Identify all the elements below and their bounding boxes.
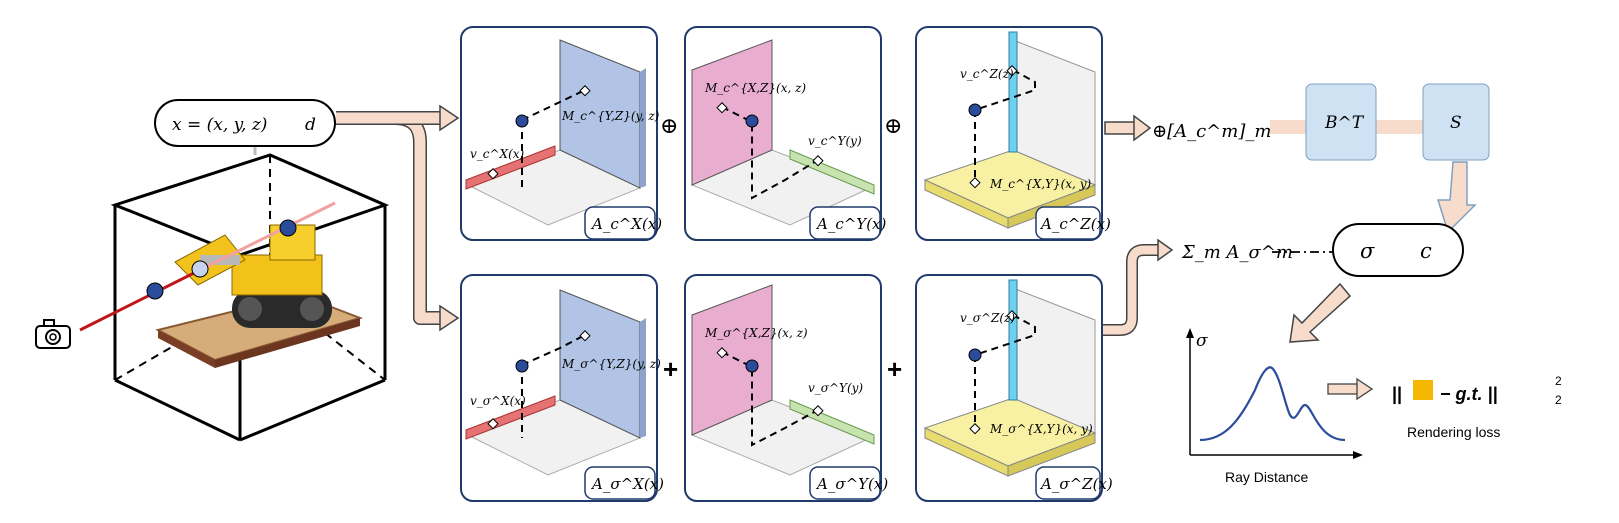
- output-label: A_σ^X(x): [590, 475, 664, 493]
- connector-bar: [1270, 120, 1306, 134]
- panel-color-z: v_c^Z(z) M_c^{X,Y}(x, y) A_c^Z(x): [923, 31, 1111, 240]
- coord-label: x = (x, y, z): [172, 115, 267, 135]
- sum-operator: +: [887, 354, 902, 384]
- output-label: A_σ^Z(x): [1039, 475, 1113, 493]
- matrix-label: M_σ^{Y,Z}(y, z): [561, 357, 661, 371]
- pred-color-swatch: [1413, 380, 1433, 400]
- arrow-to-output: [1436, 161, 1477, 234]
- output-label: A_c^Z(x): [1039, 215, 1111, 233]
- matrix-label: M_c^{X,Y}(x, y): [989, 177, 1091, 191]
- camera-icon: [35, 319, 71, 349]
- vector-label: v_c^Y(y): [808, 134, 862, 148]
- concat-operator: ⊕: [660, 114, 678, 139]
- concat-operator: ⊕: [884, 114, 902, 139]
- sum-operator: +: [663, 354, 678, 384]
- loss-right-term: − g.t. ||: [1440, 384, 1498, 404]
- vector-label: v_σ^Y(y): [808, 381, 863, 395]
- branch-arrow: [336, 104, 460, 332]
- plot-y-label: σ: [1196, 331, 1208, 351]
- matrix-label: M_c^{X,Z}(x, z): [704, 81, 806, 95]
- sample-point: [146, 282, 164, 300]
- connector-bar: [1375, 120, 1423, 134]
- input-box: x = (x, y, z) d: [154, 99, 336, 147]
- camera-ray-inside: [199, 201, 336, 272]
- decoder-b-box: B^T: [1305, 83, 1377, 161]
- concat-label: ⊕[A_c^m]_m: [1152, 121, 1271, 142]
- sigma-output: σ: [1360, 239, 1375, 263]
- loss-superscript: 2: [1555, 374, 1562, 388]
- output-label: A_σ^Y(x): [815, 475, 888, 493]
- matrix-label: M_σ^{X,Y}(x, y): [989, 422, 1093, 436]
- panel-density-z: v_σ^Z(z) M_σ^{X,Y}(x, y) A_σ^Z(x): [923, 279, 1113, 500]
- panel-density-y: M_σ^{X,Z}(x, z) v_σ^Y(y) A_σ^Y(x): [690, 284, 888, 500]
- sample-point: [279, 219, 297, 237]
- color-output: c: [1420, 239, 1432, 263]
- arrow-to-concat: [1104, 114, 1152, 142]
- density-plot: σ Ray Distance: [1186, 328, 1363, 485]
- panel-color-x: v_c^X(x) M_c^{Y,Z}(y, z) A_c^X(x): [465, 39, 662, 240]
- camera-ray: [79, 268, 201, 332]
- vector-label: v_σ^Z(z): [960, 311, 1015, 325]
- arrow-to-sum: [1103, 238, 1174, 336]
- panel-density-x: v_σ^X(x) M_σ^{Y,Z}(y, z) A_σ^X(x): [465, 289, 664, 500]
- vector-label: v_σ^X(x): [470, 394, 526, 408]
- output-capsule: σ c: [1332, 223, 1464, 277]
- matrix-label: M_σ^{X,Z}(x, z): [704, 326, 808, 340]
- direction-label: d: [305, 115, 316, 135]
- loss-subscript: 2: [1555, 393, 1562, 407]
- arrow-to-loss: [1327, 377, 1374, 401]
- decoder-b-label: B^T: [1324, 113, 1365, 133]
- sample-point: [191, 260, 209, 278]
- rendering-loss: || − g.t. || 2 2 Rendering loss: [1392, 374, 1562, 440]
- panel-color-y: M_c^{X,Z}(x, z) v_c^Y(y) A_c^Y(x): [690, 39, 887, 240]
- loss-left-bar: ||: [1392, 384, 1402, 404]
- sum-label: Σ_m A_σ^m: [1181, 242, 1293, 263]
- vector-label: v_c^Z(z): [960, 67, 1014, 81]
- vector-label: v_c^X(x): [470, 147, 525, 161]
- output-label: A_c^X(x): [590, 215, 662, 233]
- loss-caption: Rendering loss: [1407, 424, 1500, 440]
- plot-x-label: Ray Distance: [1225, 469, 1308, 485]
- matrix-label: M_c^{Y,Z}(y, z): [561, 109, 660, 123]
- arrow-to-plot: [1289, 282, 1352, 343]
- decoder-s-box: S: [1422, 83, 1490, 161]
- decoder-s-label: S: [1450, 113, 1462, 133]
- output-label: A_c^Y(x): [815, 215, 887, 233]
- density-curve: [1199, 366, 1346, 442]
